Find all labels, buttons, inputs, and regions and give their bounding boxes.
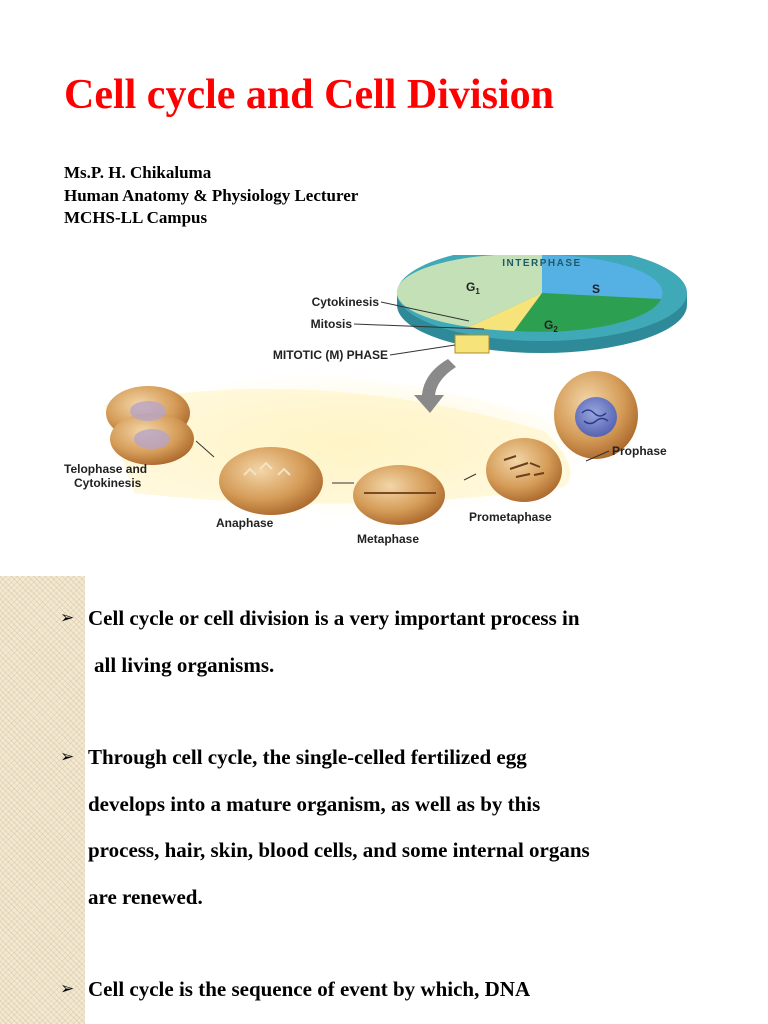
g1-wedge	[396, 255, 542, 327]
mitosis-label: Mitosis	[311, 317, 353, 331]
m-phase-leader	[389, 344, 456, 356]
anaphase-chromosomes	[243, 461, 291, 476]
prometaphase-cell	[486, 438, 562, 502]
mitosis-leader	[353, 323, 485, 330]
cell-cycle-diagram: INTERPHASE G1 S G2 Cytokinesis Mitosis M…	[64, 255, 687, 546]
author-block: Ms.P. H. Chikaluma Human Anatomy & Physi…	[64, 162, 358, 230]
telophase-label-line2: Cytokinesis	[74, 476, 142, 490]
g2-wedge	[514, 293, 661, 332]
prophase-chromatin	[581, 409, 609, 425]
s-wedge	[542, 255, 663, 299]
prophase-label: Prophase	[612, 444, 667, 458]
anaphase-cell	[219, 447, 323, 515]
prometaphase-label: Prometaphase	[469, 510, 552, 524]
arrowhead-bullet-icon: ➢	[60, 608, 75, 628]
prometaphase-chromosomes	[503, 455, 545, 478]
bullet-line: develops into a mature organism, as well…	[88, 791, 541, 816]
bullet-item: ➢ Cell cycle or cell division is a very …	[60, 595, 716, 688]
bullet-line: Through cell cycle, the single-celled fe…	[88, 745, 527, 769]
decorative-sidebar	[0, 576, 85, 1024]
arrowhead-bullet-icon: ➢	[60, 979, 75, 999]
author-role: Human Anatomy & Physiology Lecturer	[64, 185, 359, 205]
telophase-nucleus-top	[130, 401, 166, 421]
anaphase-label: Anaphase	[216, 516, 274, 530]
telophase-label-line1: Telophase and	[64, 462, 147, 476]
bullet-item: ➢ Cell cycle is the sequence of event by…	[60, 966, 716, 1013]
arrowhead-bullet-icon: ➢	[60, 747, 75, 767]
anaphase-arrow	[195, 440, 215, 458]
interphase-label: INTERPHASE	[502, 258, 581, 269]
bullet-line: Cell cycle is the sequence of event by w…	[88, 977, 531, 1001]
page-title: Cell cycle and Cell Division	[64, 72, 554, 118]
bullet-line: all living organisms.	[94, 652, 275, 677]
prophase-arrow	[585, 450, 610, 462]
m-wedge	[469, 293, 542, 331]
s-label: S	[592, 282, 600, 296]
prophase-nucleus	[575, 397, 617, 437]
m-phase-block	[454, 334, 490, 354]
transition-arrow-icon	[414, 359, 456, 413]
cytokinesis-label: Cytokinesis	[312, 295, 380, 309]
bullet-line: are renewed.	[88, 884, 203, 909]
bullet-list: ➢ Cell cycle or cell division is a very …	[60, 595, 716, 1013]
m-phase-label: MITOTIC (M) PHASE	[273, 348, 388, 362]
telophase-nucleus-bottom	[134, 429, 170, 449]
bullet-line: Cell cycle or cell division is a very im…	[88, 606, 580, 630]
author-campus: MCHS-LL Campus	[64, 208, 208, 227]
g1-label: G1	[466, 280, 480, 296]
author-name: Ms.P. H. Chikaluma	[64, 163, 212, 182]
g2-label: G2	[544, 318, 558, 334]
bullet-item: ➢ Through cell cycle, the single-celled …	[60, 734, 716, 920]
prometaphase-arrow	[463, 473, 477, 481]
cytokinesis-leader	[380, 301, 470, 322]
metaphase-cell	[353, 465, 445, 525]
bullet-line: process, hair, skin, blood cells, and so…	[88, 838, 590, 862]
metaphase-label: Metaphase	[357, 532, 419, 546]
cell-cycle-figure: INTERPHASE G1 S G2 Cytokinesis Mitosis M…	[64, 255, 706, 553]
